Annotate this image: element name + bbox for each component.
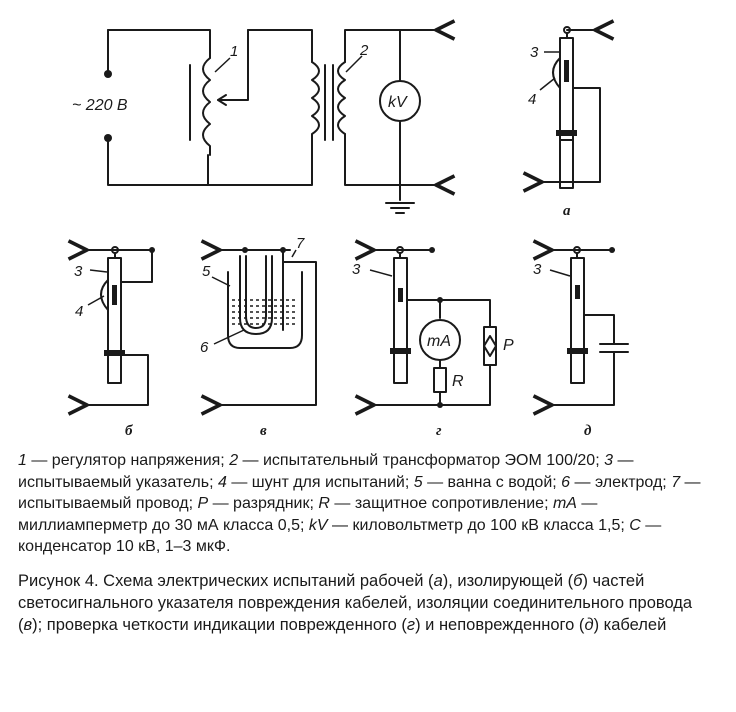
kilovoltmeter-label: kV (388, 94, 408, 111)
caption-text: ) частей светосигнального указателя повр… (18, 572, 693, 634)
caption-text: ); проверка четкости индикации поврежден… (32, 616, 407, 634)
indicator-b (107, 257, 122, 384)
legend-text: — киловольтметр до 100 кВ класса 1,5; (327, 516, 630, 534)
subfigure-g: г (436, 423, 442, 439)
legend-text: — шунт для испытаний; (226, 473, 414, 491)
figure-a: 3 4 а (528, 27, 600, 219)
diagram-area: ~ 220 В 1 2 kV (0, 0, 629, 439)
legend-text: — испытательный трансформатор ЭОМ 100/20… (238, 452, 600, 469)
label-transformer: 2 (359, 42, 369, 59)
milliammeter-label: mA (427, 333, 451, 350)
label-v-6: 6 (200, 339, 209, 356)
subfigure-v: в (260, 423, 267, 439)
circuit-schematics: ~ 220 В 1 2 kV (0, 0, 629, 439)
test-wire-loop (239, 255, 273, 335)
caption-text: ) кабелей (593, 616, 667, 634)
label-b-3: 3 (74, 263, 83, 280)
legend-text: — испытываемый указатель; (18, 452, 634, 491)
caption-ref-a: а (433, 572, 443, 590)
legend-key: kV (308, 516, 328, 534)
legend-text: — ванна с водой; (422, 473, 557, 491)
caption-text: ) и неповрежденного ( (415, 616, 585, 634)
discharger-label: P (503, 337, 514, 354)
water-bath (227, 271, 303, 349)
legend-text: — электрод; (570, 473, 672, 491)
source-label: ~ 220 В (72, 97, 128, 114)
legend-key: 7 (671, 473, 681, 491)
subfigure-a: а (563, 203, 571, 219)
caption-ref-v: в (23, 616, 33, 634)
discharger (483, 326, 497, 366)
subfigure-d: д (584, 423, 592, 439)
label-a-4: 4 (528, 91, 536, 108)
ground-symbol (385, 202, 415, 214)
legend-text: — конденсатор 10 кВ, 1–3 мкФ. (18, 516, 662, 556)
legend-key: mA (552, 495, 577, 512)
legend-key: 5 (413, 473, 423, 491)
caption-text: ), изолирующей ( (442, 572, 574, 590)
legend-text: — миллиамперметр до 30 мА класса 0,5; (18, 495, 598, 534)
label-b-4: 4 (75, 303, 83, 320)
figure-b: 3 4 б (74, 247, 155, 439)
terminal-bottom (104, 134, 112, 142)
label-d-3: 3 (533, 261, 542, 278)
label-v-5: 5 (202, 263, 211, 280)
figure-g: mA R P 3 г (352, 247, 514, 439)
figure-caption: Рисунок 4. Схема электрических испытаний… (18, 570, 718, 636)
voltage-regulator: 1 (189, 29, 249, 156)
protective-resistor (433, 367, 447, 393)
caption-ref-d: д (584, 616, 594, 634)
legend-key: 3 (604, 452, 614, 469)
label-v-7: 7 (296, 235, 305, 252)
legend-key: 4 (217, 473, 227, 491)
main-test-circuit: ~ 220 В 1 2 kV (72, 29, 438, 214)
indicator-a (559, 37, 574, 189)
caption-ref-g: г (406, 616, 416, 634)
legend-key: R (318, 495, 330, 512)
legend-key: 1 (18, 452, 27, 469)
resistor-label: R (452, 373, 464, 390)
kilovoltmeter: kV (379, 29, 421, 201)
indicator-g (393, 257, 408, 384)
figure-d: 3 д (533, 247, 629, 439)
subfigure-b: б (125, 423, 133, 439)
caption-text: Рисунок 4. Схема электрических испытаний… (18, 572, 434, 590)
legend-key: 6 (561, 473, 571, 491)
legend-text: — испытываемый провод; (18, 473, 701, 513)
label-regulator: 1 (230, 43, 238, 60)
label-g-3: 3 (352, 261, 361, 278)
terminal-top (104, 70, 112, 78)
figure-legend: 1 — регулятор напряжения; 2 — испытатель… (18, 450, 718, 558)
caption-ref-b: б (573, 572, 583, 590)
test-transformer: 2 (207, 29, 401, 186)
indicator-d (570, 257, 585, 384)
label-a-3: 3 (530, 44, 539, 61)
shunt-a (552, 57, 561, 89)
legend-key: 2 (229, 452, 239, 469)
legend-text: — разрядник; (208, 495, 319, 512)
figure-v: 7 5 6 в (200, 235, 317, 439)
legend-key: C (629, 516, 641, 534)
shunt-b (100, 279, 109, 311)
legend-text: — регулятор напряжения; (26, 452, 230, 469)
legend-key: P (197, 495, 209, 512)
legend-text: — защитное сопротивление; (329, 495, 553, 512)
